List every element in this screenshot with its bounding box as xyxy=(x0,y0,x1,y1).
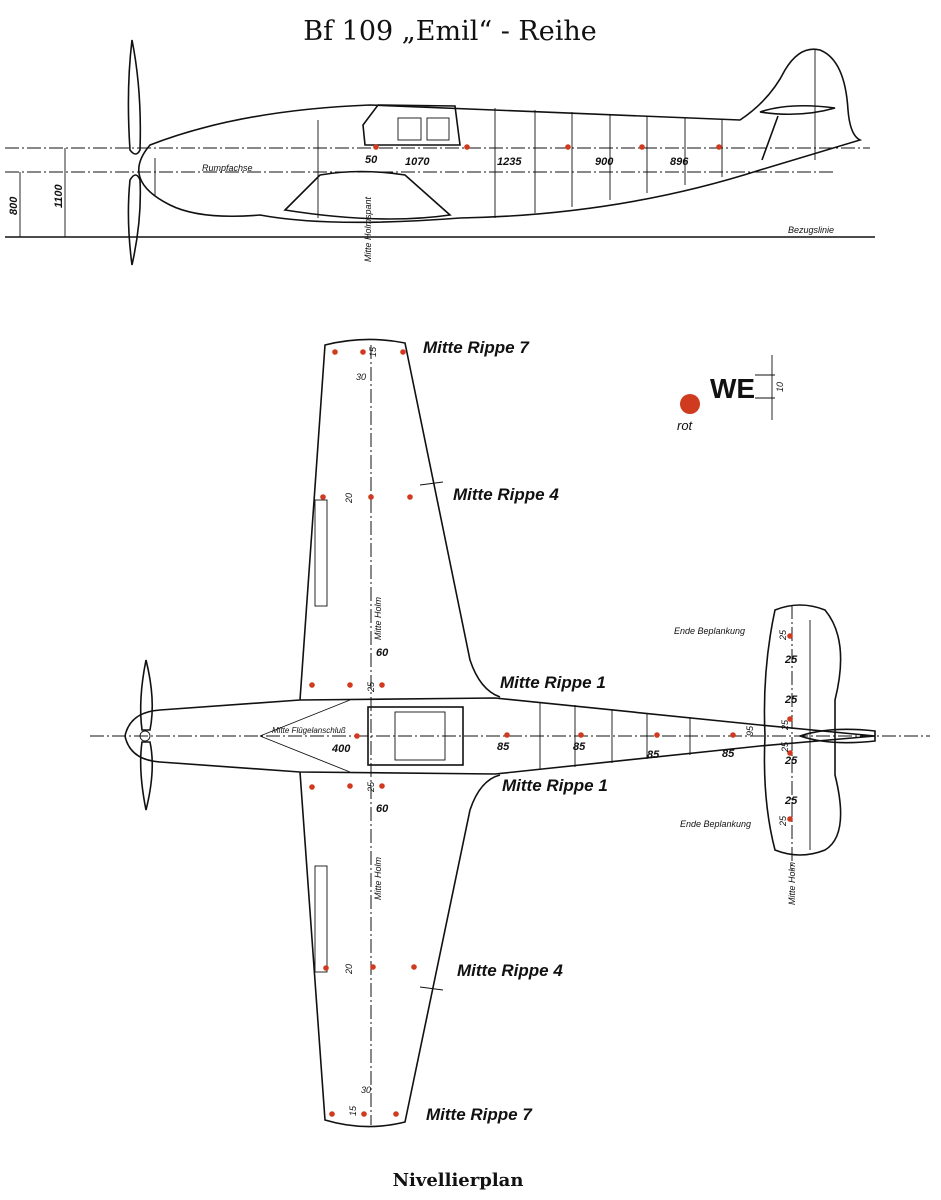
top-view: Mitte Rippe 7 Mitte Rippe 4 Mitte Rippe … xyxy=(90,338,930,1128)
tail-dim: 25 xyxy=(780,719,790,731)
side-markers xyxy=(373,144,722,150)
wing-attach-lines xyxy=(259,699,351,773)
spar-label-tail: Mitte Holm xyxy=(787,861,797,905)
marker-legend: WE 10 rot xyxy=(677,355,785,433)
canopy xyxy=(362,104,461,146)
height-dim-1100: 1100 xyxy=(53,183,65,208)
station-dim: 900 xyxy=(595,156,614,168)
cockpit-frame xyxy=(367,706,464,766)
label-lower-rib-1: Mitte Rippe 1 xyxy=(502,776,608,795)
fuselage-dim: 85 xyxy=(722,748,735,760)
drawing-title: Bf 109 „Emil“ - Reihe xyxy=(303,16,597,47)
tailplane xyxy=(763,604,842,856)
spar-offset-dim-upper: 60 xyxy=(376,647,389,659)
propeller-blade-upper xyxy=(127,39,142,155)
tail-dim: 25 xyxy=(784,755,798,767)
dim-25: 25 xyxy=(366,781,376,793)
spar-frame-label: Mitte Holmspant xyxy=(363,196,373,262)
station-dim: 1070 xyxy=(405,156,430,168)
upper-wing xyxy=(299,338,501,701)
dim-20: 20 xyxy=(344,493,354,504)
propeller-blade-lower xyxy=(127,174,142,266)
red-marker-sample xyxy=(680,394,700,414)
spar-label-lower: Mitte Holm xyxy=(373,856,383,900)
rudder-top xyxy=(797,728,876,744)
fuselage-axis-label: Rumpfachse xyxy=(202,163,253,173)
tail-dim: 25 xyxy=(780,741,790,753)
label-upper-rib-1: Mitte Rippe 1 xyxy=(500,673,606,692)
label-lower-rib-7: Mitte Rippe 7 xyxy=(426,1105,533,1124)
tail-dim: 25 xyxy=(784,654,798,666)
fuselage-dim: 85 xyxy=(497,741,510,753)
tail-end-label-upper: Ende Beplankung xyxy=(674,626,745,636)
legend-code: WE xyxy=(710,373,755,404)
station-dim: 896 xyxy=(670,156,689,168)
drawing-footer: Nivellierplan xyxy=(393,1170,524,1191)
dim-20: 20 xyxy=(344,964,354,975)
wing-attach-dim: 400 xyxy=(331,743,351,755)
tail-dim: 25 xyxy=(778,815,788,827)
legend-size: 10 xyxy=(775,382,785,392)
dim-15: 15 xyxy=(348,1105,358,1116)
top-markers xyxy=(309,349,793,1117)
wing-attach-label: Mitte Flügelanschluß xyxy=(272,726,346,735)
dim-30: 30 xyxy=(361,1085,371,1095)
lower-wing xyxy=(299,771,501,1128)
dim-30: 30 xyxy=(356,372,366,382)
propeller-blade-lower xyxy=(139,741,154,811)
dim-25: 25 xyxy=(366,681,376,693)
side-view: 800 1100 Rumpfachse Bezugslinie Mitte Ho… xyxy=(5,39,875,266)
label-lower-rib-4: Mitte Rippe 4 xyxy=(457,961,563,980)
reference-line-label: Bezugslinie xyxy=(788,225,834,235)
legend-color-label: rot xyxy=(677,418,694,433)
tail-dim-95: 95 xyxy=(745,725,755,736)
station-dim: 50 xyxy=(365,154,378,166)
fuselage-dim: 85 xyxy=(647,749,660,761)
fuselage-outline xyxy=(138,48,863,224)
label-upper-rib-7: Mitte Rippe 7 xyxy=(423,338,530,357)
dim-15: 15 xyxy=(368,346,378,357)
height-dim-800: 800 xyxy=(8,196,20,215)
spar-offset-dim-lower: 60 xyxy=(376,803,389,815)
tail-end-label-lower: Ende Beplankung xyxy=(680,819,751,829)
tail-dim: 25 xyxy=(784,694,798,706)
label-upper-rib-4: Mitte Rippe 4 xyxy=(453,485,559,504)
propeller-blade-upper xyxy=(139,659,154,731)
canopy-window xyxy=(397,117,422,141)
spar-label-upper: Mitte Holm xyxy=(373,596,383,640)
wing-root-fairing xyxy=(283,170,452,220)
fuselage-frames xyxy=(154,50,816,218)
tail-strut xyxy=(761,115,779,161)
fuselage-dim: 85 xyxy=(573,741,586,753)
station-dim: 1235 xyxy=(497,156,522,168)
canopy-window xyxy=(426,117,450,141)
tail-dim: 25 xyxy=(778,629,788,641)
tailplane-side xyxy=(759,104,836,116)
tail-dim: 25 xyxy=(784,795,798,807)
